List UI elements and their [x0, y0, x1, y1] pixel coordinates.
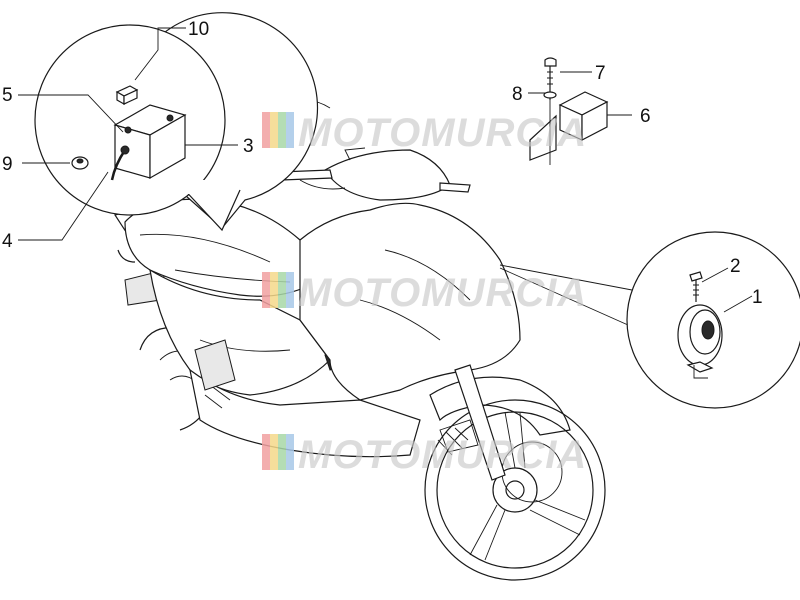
callout-3: 3 [243, 136, 254, 157]
horn [677, 304, 723, 379]
callout-9: 9 [2, 154, 13, 175]
callout-5: 5 [2, 85, 13, 106]
cable-clamp [71, 156, 89, 170]
callout-6: 6 [640, 106, 651, 127]
horn-screw [689, 271, 703, 302]
scooter-drawing [114, 100, 606, 581]
svg-text:MOTOMURCIA: MOTOMURCIA [298, 271, 587, 315]
relay-screw [544, 57, 557, 100]
battery-detail-group [34, 12, 319, 232]
callout-1: 1 [752, 287, 763, 308]
relay-washer [543, 91, 557, 99]
watermark-1: MOTOMURCIA [262, 111, 587, 155]
callout-8: 8 [512, 84, 523, 105]
callout-4: 4 [2, 231, 13, 252]
relay [558, 91, 609, 141]
leader-lines [18, 27, 753, 313]
svg-text:MOTOMURCIA: MOTOMURCIA [298, 111, 587, 155]
watermark-3: MOTOMURCIA [262, 433, 587, 477]
watermark-2: MOTOMURCIA [262, 271, 587, 315]
fuse [115, 85, 139, 106]
relay-group [529, 57, 609, 165]
horn-detail-group [499, 231, 800, 409]
callout-labels: 10 5 3 9 4 7 8 6 2 1 [2, 19, 763, 308]
svg-text:MOTOMURCIA: MOTOMURCIA [298, 433, 587, 477]
callout-7: 7 [595, 63, 606, 84]
callout-10: 10 [188, 19, 209, 40]
battery [113, 104, 187, 180]
callout-2: 2 [730, 256, 741, 277]
